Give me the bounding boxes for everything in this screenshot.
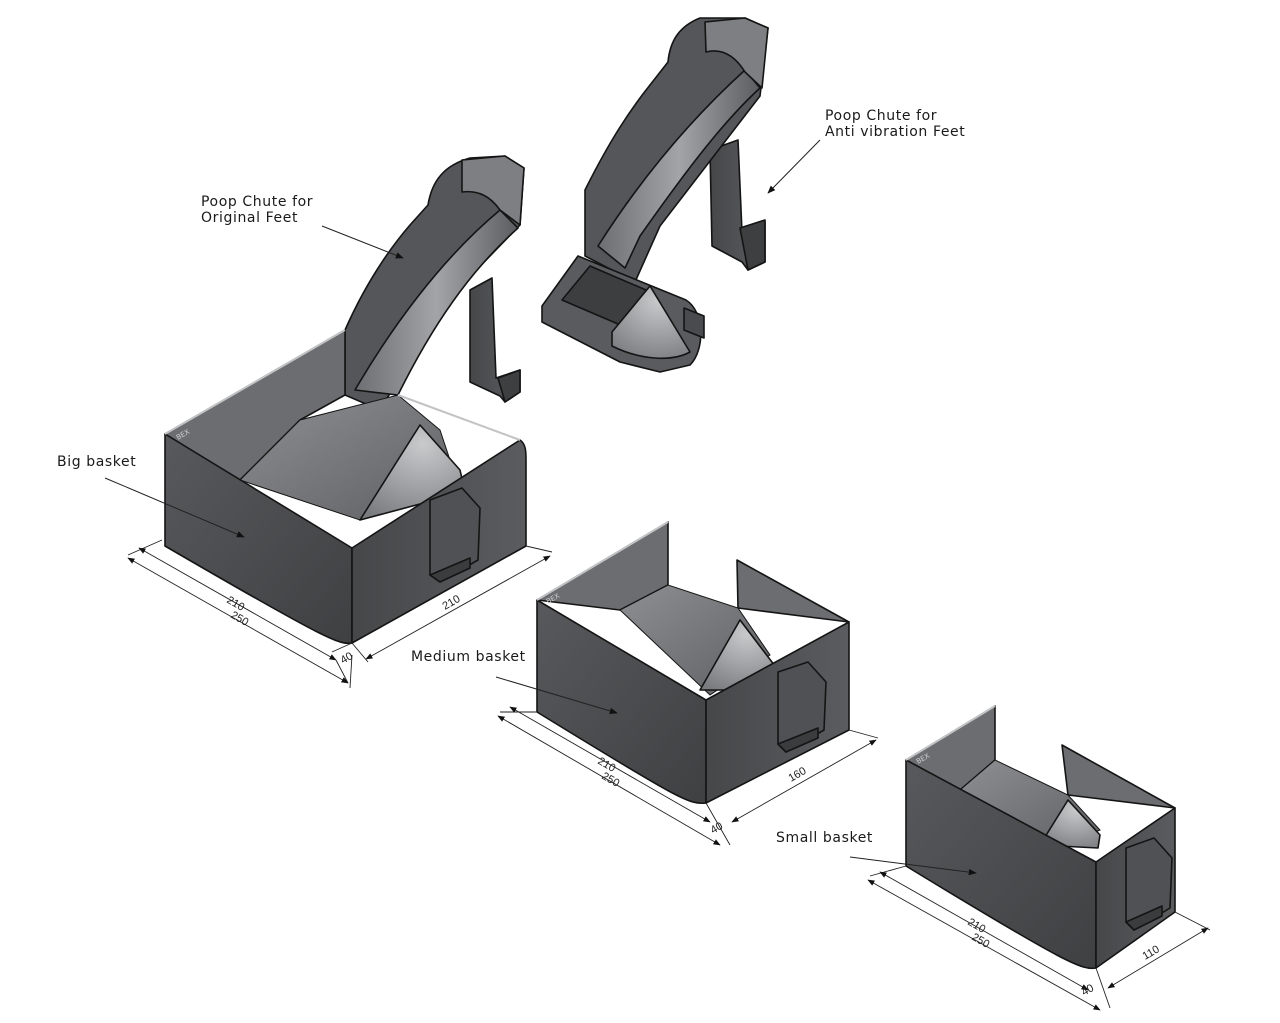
chute-anti-label-line1: Poop Chute for — [825, 108, 937, 124]
small-handle-dim: 40 — [1080, 982, 1097, 999]
medium-basket-label: Medium basket — [411, 649, 526, 665]
medium-basket: BEX — [536, 521, 850, 805]
medium-overall-dim: 250 — [600, 770, 622, 790]
callout-medium-basket: Medium basket — [411, 649, 618, 715]
small-overall-dim: 250 — [970, 931, 992, 951]
anti-vibration-chute — [541, 17, 769, 373]
chute-original-label-line2: Original Feet — [201, 210, 298, 226]
chute-original-label-line1: Poop Chute for — [201, 194, 313, 210]
big-basket-dimensions: 210 250 40 210 — [127, 539, 553, 689]
chute-anti-label-line2: Anti vibration Feet — [825, 124, 965, 140]
big-basket-label: Big basket — [57, 454, 136, 470]
callout-chute-original: Poop Chute for Original Feet — [201, 194, 404, 259]
medium-depth-dim: 160 — [787, 765, 809, 785]
callout-big-basket: Big basket — [57, 454, 245, 538]
callout-chute-anti: Poop Chute for Anti vibration Feet — [767, 108, 965, 194]
callout-small-basket: Small basket — [776, 830, 977, 876]
small-depth-dim: 110 — [1141, 943, 1162, 962]
medium-handle-dim: 40 — [709, 820, 726, 837]
big-handle-dim: 40 — [339, 650, 356, 667]
small-basket: BEX — [905, 705, 1176, 970]
medium-basket-dimensions: 210 250 40 160 — [497, 706, 879, 846]
original-feet-chute — [344, 155, 525, 411]
small-basket-label: Small basket — [776, 830, 873, 846]
big-depth-dim: 210 — [441, 593, 463, 613]
